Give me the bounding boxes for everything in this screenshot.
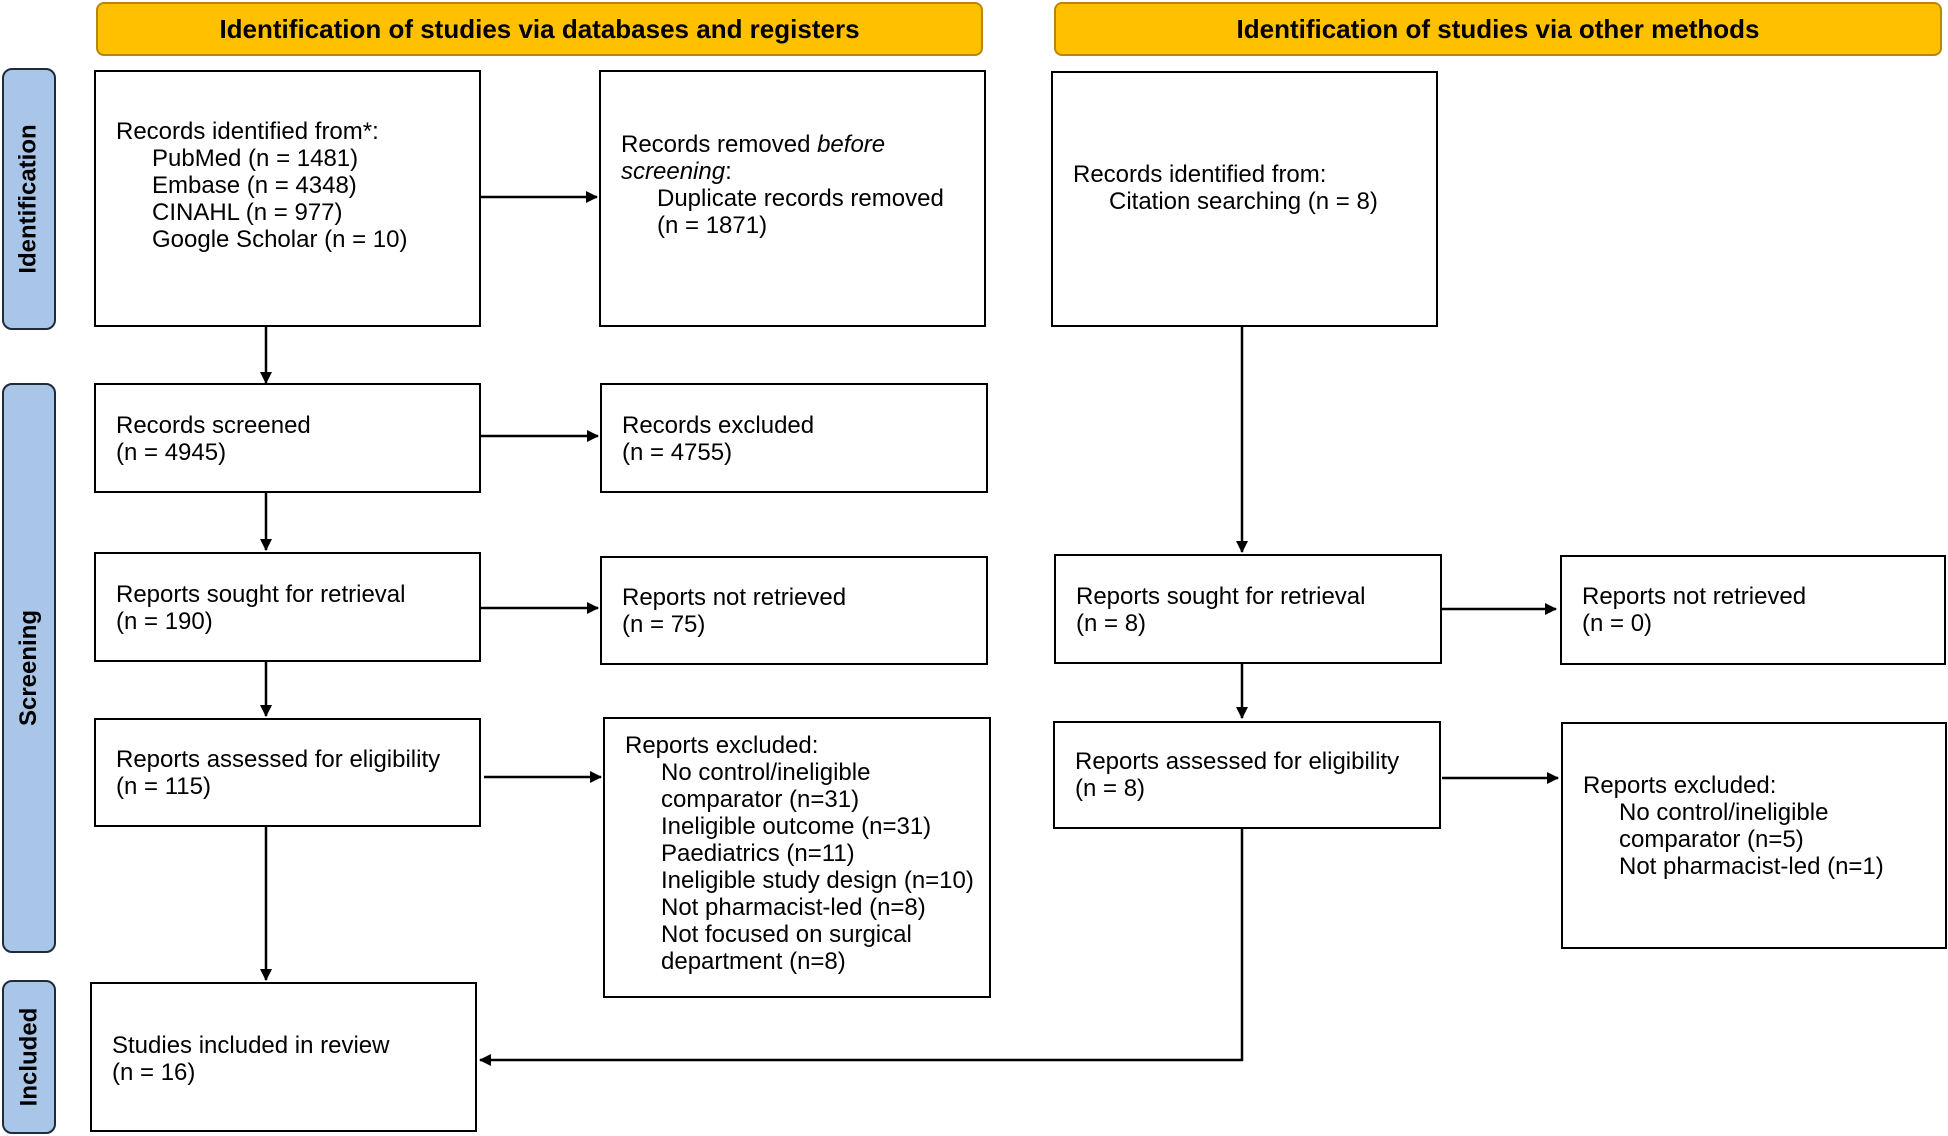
reports-excluded-box: Reports excluded: No control/ineligible … (603, 717, 991, 998)
duplicates-count: (n = 1871) (657, 212, 768, 239)
other-reports-not-retrieved-label: Reports not retrieved (1582, 583, 1807, 610)
records-excluded-label: Records excluded (622, 412, 815, 439)
exclusion-reason: Not pharmacist-led (n=8) (661, 894, 926, 921)
reports-assessed-count: (n = 115) (116, 773, 211, 800)
reports-sought-box: Reports sought for retrieval (n = 190) (94, 552, 481, 662)
other-reports-sought-label: Reports sought for retrieval (1076, 583, 1366, 610)
exclusion-reason: Paediatrics (n=11) (661, 840, 855, 867)
records-screened-box: Records screened (n = 4945) (94, 383, 481, 493)
phase-identification: Identification (2, 68, 56, 330)
other-records-identified-box: Records identified from: Citation search… (1051, 71, 1438, 327)
other-reports-not-retrieved-count: (n = 0) (1582, 610, 1653, 637)
records-removed-emph-before: before (817, 131, 886, 158)
exclusion-reason: Ineligible outcome (n=31) (661, 813, 932, 840)
reports-assessed-label: Reports assessed for eligibility (116, 746, 441, 773)
other-citation-searching: Citation searching (n = 8) (1109, 188, 1378, 215)
other-reports-sought-box: Reports sought for retrieval (n = 8) (1054, 554, 1442, 664)
header-databases: Identification of studies via databases … (96, 2, 983, 56)
reports-assessed-box: Reports assessed for eligibility (n = 11… (94, 718, 481, 827)
phase-screening: Screening (2, 383, 56, 953)
other-records-identified-title: Records identified from: (1073, 161, 1327, 188)
studies-included-label: Studies included in review (112, 1032, 390, 1059)
source-embase: Embase (n = 4348) (152, 172, 357, 199)
reports-not-retrieved-label: Reports not retrieved (622, 584, 847, 611)
studies-included-count: (n = 16) (112, 1059, 196, 1086)
other-reports-not-retrieved-box: Reports not retrieved (n = 0) (1560, 555, 1946, 665)
exclusion-reason: department (n=8) (661, 948, 846, 975)
other-reports-sought-count: (n = 8) (1076, 610, 1147, 637)
records-removed-emph-screening: screening (621, 158, 726, 185)
records-excluded-box: Records excluded (n = 4755) (600, 383, 988, 493)
records-removed-suffix: : (725, 158, 732, 185)
exclusion-reason: Not focused on surgical (661, 921, 912, 948)
records-screened-count: (n = 4945) (116, 439, 227, 466)
header-databases-label: Identification of studies via databases … (219, 13, 860, 44)
records-removed-box: Records removed before screening: Duplic… (599, 70, 986, 327)
other-reports-assessed-box: Reports assessed for eligibility (n = 8) (1053, 721, 1441, 829)
other-reports-assessed-count: (n = 8) (1075, 775, 1146, 802)
reports-excluded-title: Reports excluded: (625, 732, 819, 759)
other-exclusion-reason: No control/ineligible (1619, 799, 1829, 826)
records-identified-title: Records identified from*: (116, 118, 379, 145)
source-cinahl: CINAHL (n = 977) (152, 199, 343, 226)
records-screened-label: Records screened (116, 412, 311, 439)
other-exclusion-reason: comparator (n=5) (1619, 826, 1804, 853)
source-google-scholar: Google Scholar (n = 10) (152, 226, 408, 253)
exclusion-reason: comparator (n=31) (661, 786, 860, 813)
source-pubmed: PubMed (n = 1481) (152, 145, 359, 172)
records-excluded-count: (n = 4755) (622, 439, 733, 466)
records-removed-title: Records removed before (621, 131, 984, 158)
records-identified-box: Records identified from*: PubMed (n = 14… (94, 70, 481, 327)
reports-not-retrieved-box: Reports not retrieved (n = 75) (600, 556, 988, 665)
exclusion-reason: No control/ineligible (661, 759, 871, 786)
other-exclusion-reason: Not pharmacist-led (n=1) (1619, 853, 1884, 880)
arrow-other-assessed-to-included (479, 828, 1244, 1066)
reports-sought-label: Reports sought for retrieval (116, 581, 406, 608)
reports-not-retrieved-count: (n = 75) (622, 611, 706, 638)
records-removed-prefix: Records removed (621, 131, 818, 158)
header-other-methods: Identification of studies via other meth… (1054, 2, 1942, 56)
reports-sought-count: (n = 190) (116, 608, 213, 635)
duplicates-label: Duplicate records removed (657, 185, 944, 212)
other-reports-excluded-title: Reports excluded: (1583, 772, 1777, 799)
exclusion-reason: Ineligible study design (n=10) (661, 867, 974, 894)
header-other-label: Identification of studies via other meth… (1236, 13, 1760, 44)
other-reports-excluded-box: Reports excluded: No control/ineligible … (1561, 722, 1947, 949)
phase-included: Included (2, 980, 56, 1134)
other-reports-assessed-label: Reports assessed for eligibility (1075, 748, 1400, 775)
studies-included-box: Studies included in review (n = 16) (90, 982, 477, 1132)
